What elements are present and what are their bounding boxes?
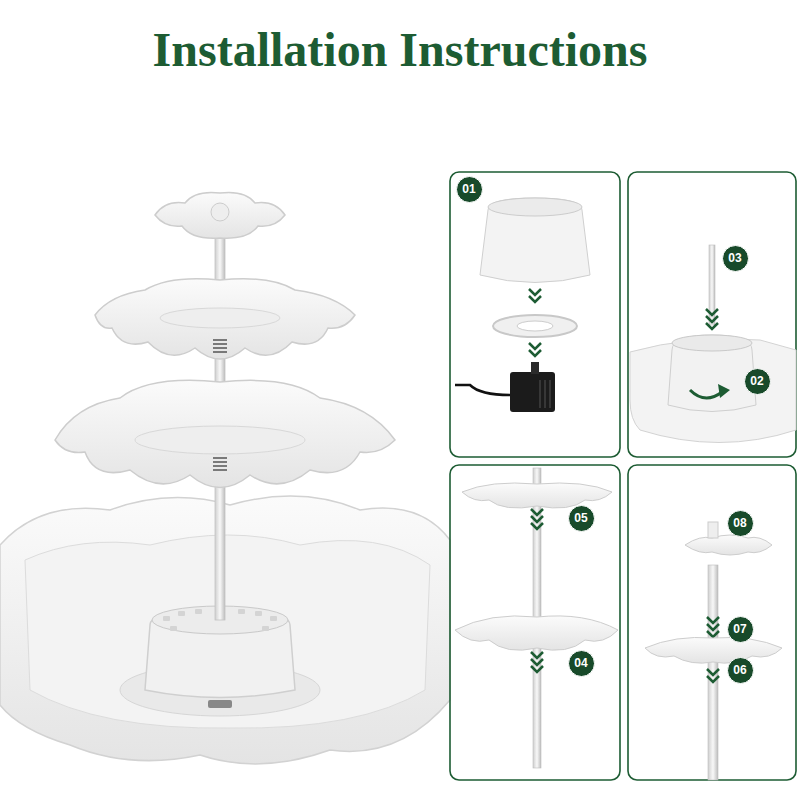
callout-number: 06: [727, 657, 754, 684]
callout-number: 03: [722, 245, 749, 272]
callout-number: 04: [568, 650, 595, 677]
callout-text: 07: [733, 623, 746, 635]
callout-number: 08: [727, 510, 754, 537]
callout-number: 02: [744, 368, 771, 395]
callout-text: 03: [728, 252, 741, 264]
callout-text: 01: [462, 183, 475, 195]
callout-number: 07: [727, 616, 754, 643]
callout-text: 08: [733, 517, 746, 529]
page-title: Installation Instructions: [0, 22, 800, 77]
callout-text: 02: [750, 375, 763, 387]
callout-text: 05: [574, 512, 587, 524]
callout-number: 05: [568, 505, 595, 532]
callout-text: 06: [733, 664, 746, 676]
callout-number: 01: [456, 176, 483, 203]
callout-text: 04: [574, 657, 587, 669]
